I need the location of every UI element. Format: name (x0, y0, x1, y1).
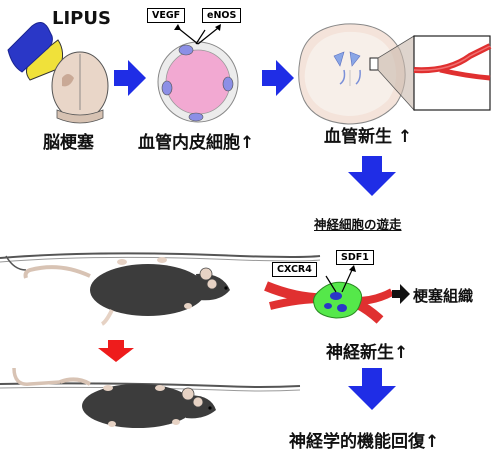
arrow-down-red (98, 340, 134, 362)
recovery-label: 神経学的機能回復↑ (289, 432, 440, 452)
cxcr4-box: CXCR4 (272, 262, 317, 277)
vegf-box: VEGF (147, 8, 186, 23)
mouse-on-wire-after (0, 367, 301, 428)
angiogenesis-label: 血管新生 ↑ (324, 127, 413, 147)
endothelial-label: 血管内皮細胞↑ (138, 133, 255, 153)
mouse-brain-top-view (51, 51, 109, 124)
cxcr4-sdf1-pointers (325, 265, 356, 293)
endothelial-cell (157, 41, 239, 123)
arrow-to-infarct (392, 284, 410, 304)
brain-coronal-section (298, 23, 415, 125)
stroke-label: 脳梗塞 (43, 133, 94, 153)
neuron-vessel-cluster (264, 281, 394, 324)
neurogenesis-label: 神経新生↑ (326, 343, 409, 363)
arrow-right-1 (114, 60, 146, 96)
arrow-down-2 (348, 368, 396, 410)
sdf1-box: SDF1 (336, 250, 374, 265)
migration-label: 神経細胞の遊走 (314, 217, 402, 232)
blood-vessel-zoom (413, 35, 492, 111)
arrow-right-2 (262, 60, 294, 96)
lipus-label: LIPUS (52, 8, 111, 29)
mouse-on-wire-before (0, 252, 321, 326)
arrow-down-1 (348, 156, 396, 196)
enos-box: eNOS (202, 8, 242, 23)
infarct-tissue-label: 梗塞組織 (413, 287, 474, 305)
vegf-enos-pointers (174, 24, 221, 45)
